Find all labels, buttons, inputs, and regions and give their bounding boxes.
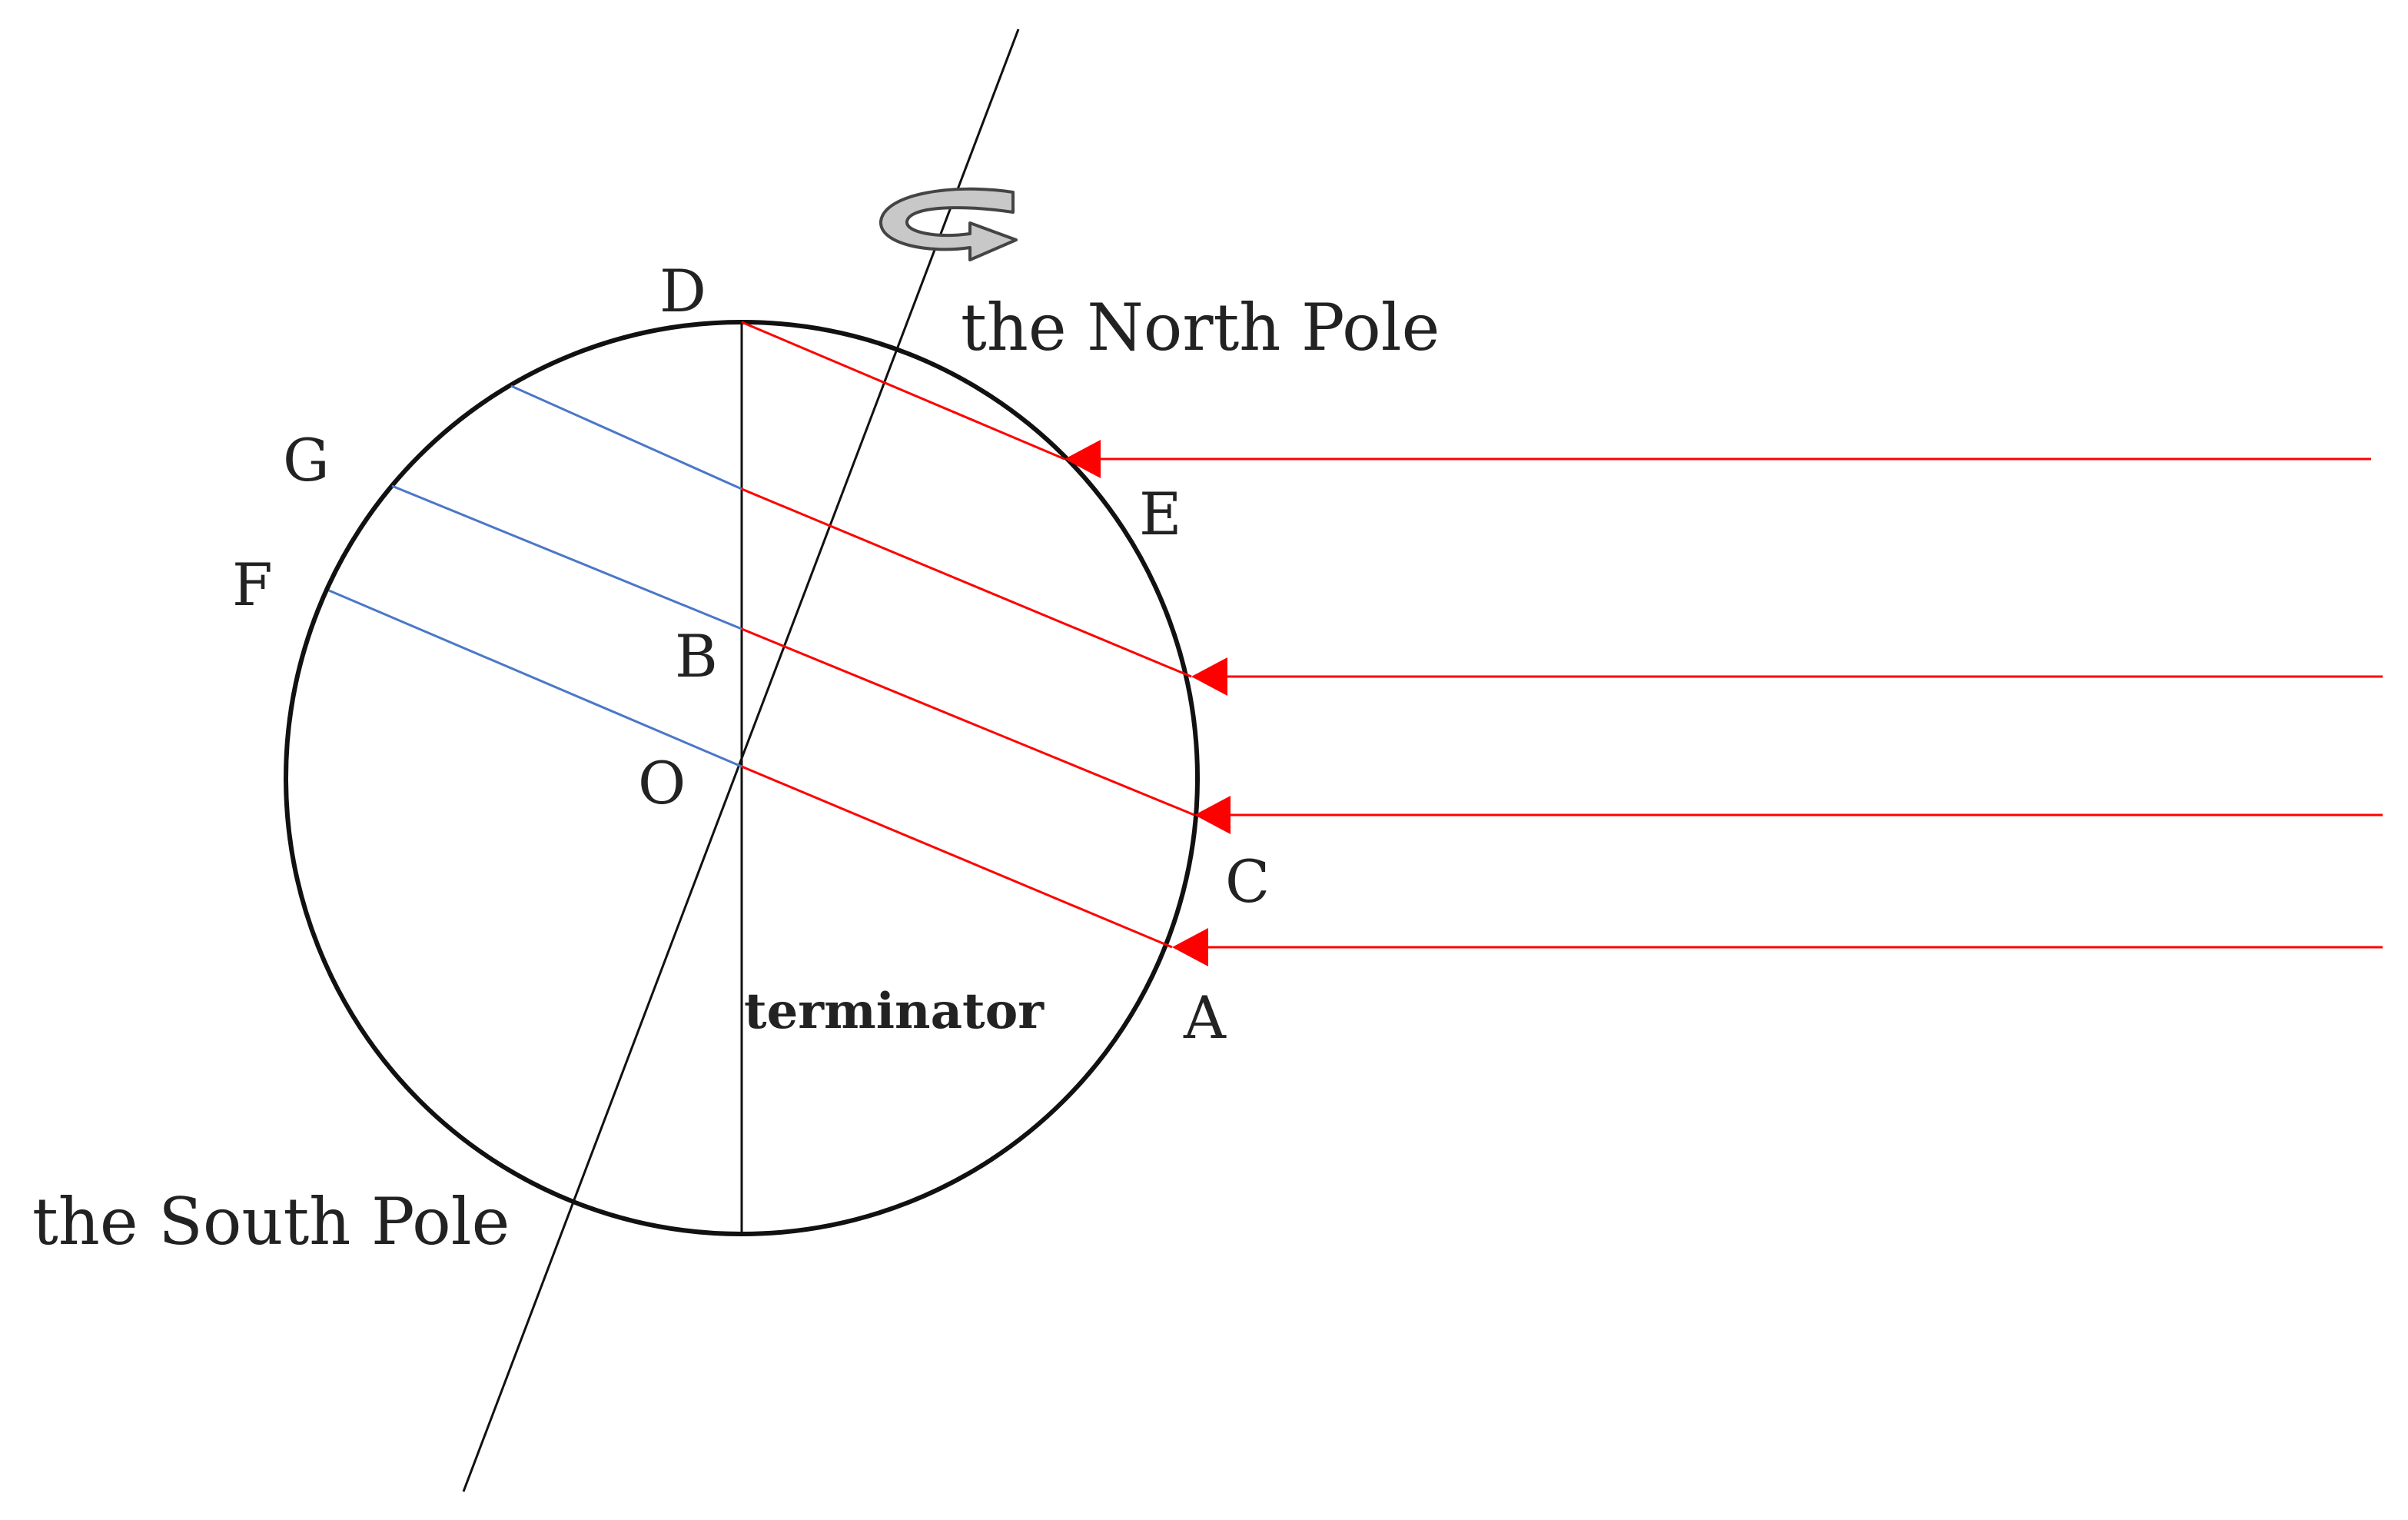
night-line-gb bbox=[391, 484, 742, 630]
terminator-label: terminator bbox=[744, 983, 1045, 1040]
north-pole-label: the North Pole bbox=[961, 290, 1440, 365]
night-line-fo bbox=[328, 589, 742, 768]
red-line-upper bbox=[741, 487, 1192, 678]
sun-ray-a bbox=[1172, 928, 2383, 966]
arrowhead-icon bbox=[1194, 796, 1231, 834]
label-f: F bbox=[232, 550, 273, 619]
rotation-arrow-icon bbox=[879, 187, 1018, 261]
label-a: A bbox=[1183, 983, 1227, 1052]
night-line-top bbox=[510, 384, 742, 491]
red-line-d-e bbox=[741, 321, 1065, 461]
rotation-axis-line bbox=[462, 28, 1020, 1492]
label-g: G bbox=[283, 426, 330, 494]
south-pole-label: the South Pole bbox=[32, 1184, 510, 1259]
arrowhead-icon bbox=[1172, 928, 1208, 966]
label-o: O bbox=[638, 749, 686, 817]
sun-ray-upper bbox=[1191, 657, 2383, 696]
red-line-o-a bbox=[741, 765, 1173, 949]
sun-ray-c bbox=[1194, 796, 2383, 834]
red-line-b-c bbox=[741, 627, 1195, 817]
label-d: D bbox=[659, 257, 706, 325]
label-b: B bbox=[675, 622, 718, 690]
label-c: C bbox=[1225, 847, 1270, 916]
label-e: E bbox=[1139, 480, 1181, 548]
arrowhead-icon bbox=[1191, 657, 1227, 696]
sun-ray-e bbox=[1065, 440, 2371, 478]
arrowhead-icon bbox=[1065, 440, 1101, 478]
